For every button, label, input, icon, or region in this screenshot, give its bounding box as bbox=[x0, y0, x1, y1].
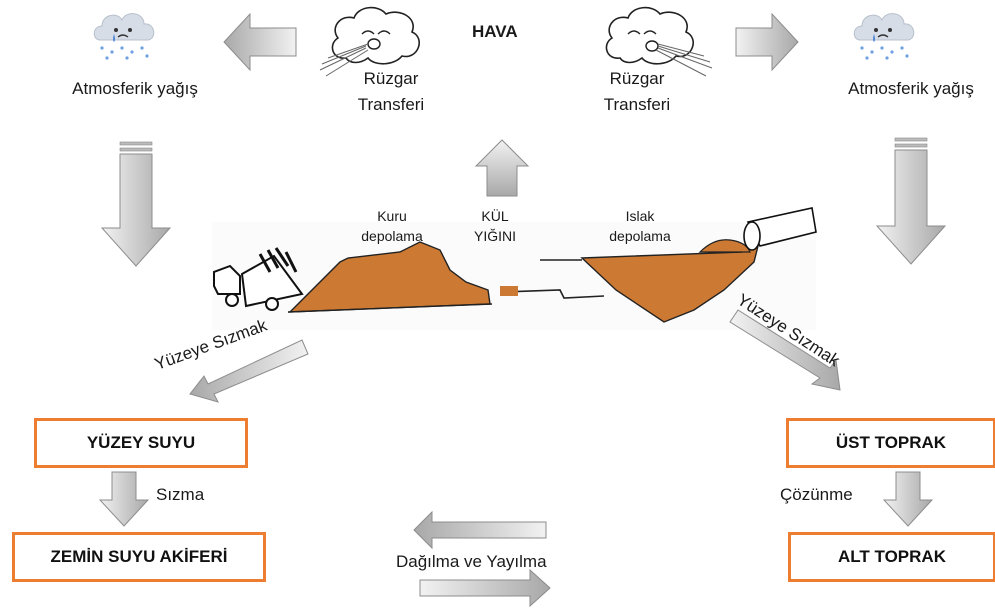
right-precip-label: Atmosferik yağış bbox=[848, 79, 974, 98]
wind-cloud-icon bbox=[319, 6, 420, 77]
up-arrow bbox=[474, 139, 530, 197]
ash-flow-line bbox=[503, 259, 605, 299]
dry-storage-label: Kuru depolama bbox=[361, 208, 423, 244]
pipe-icon bbox=[743, 207, 817, 251]
left-wind-label: Rüzgar Transferi bbox=[357, 69, 425, 114]
dispersion-label: Dağılma ve Yayılma bbox=[396, 552, 547, 571]
rain-cloud-icon bbox=[853, 13, 915, 60]
subsoil-box: ALT TOPRAK bbox=[788, 532, 995, 582]
right-wind-label: Rüzgar Transferi bbox=[603, 69, 671, 114]
dispersion-right-arrow bbox=[419, 568, 551, 608]
dump-truck-icon bbox=[213, 247, 304, 311]
aquifer-box: ZEMİN SUYU AKİFERİ bbox=[12, 532, 266, 582]
left-precip-label: Atmosferik yağış bbox=[72, 79, 198, 98]
right-seepage-arrow bbox=[729, 309, 841, 391]
dispersion-left-arrow bbox=[413, 510, 547, 550]
dry-ash-pile bbox=[288, 241, 491, 313]
left-wind-arrow bbox=[223, 12, 297, 72]
left-rain-down-arrow bbox=[100, 141, 172, 267]
rain-cloud-icon bbox=[93, 13, 155, 60]
infiltration-arrow bbox=[98, 471, 150, 527]
right-rain-down-arrow bbox=[875, 137, 947, 265]
wind-cloud-icon bbox=[605, 6, 713, 77]
dissolution-arrow bbox=[882, 471, 934, 527]
right-wind-arrow bbox=[735, 12, 799, 72]
left-seepage-arrow bbox=[189, 339, 309, 403]
topsoil-box: ÜST TOPRAK bbox=[786, 418, 995, 468]
ash-pile-label: KÜL YIĞINI bbox=[473, 208, 516, 244]
wet-storage-label: Islak depolama bbox=[609, 208, 671, 244]
air-title: HAVA bbox=[472, 22, 518, 41]
surface-water-box: YÜZEY SUYU bbox=[34, 418, 248, 468]
dissolution-label: Çözünme bbox=[780, 485, 853, 504]
infiltration-label: Sızma bbox=[156, 485, 205, 504]
